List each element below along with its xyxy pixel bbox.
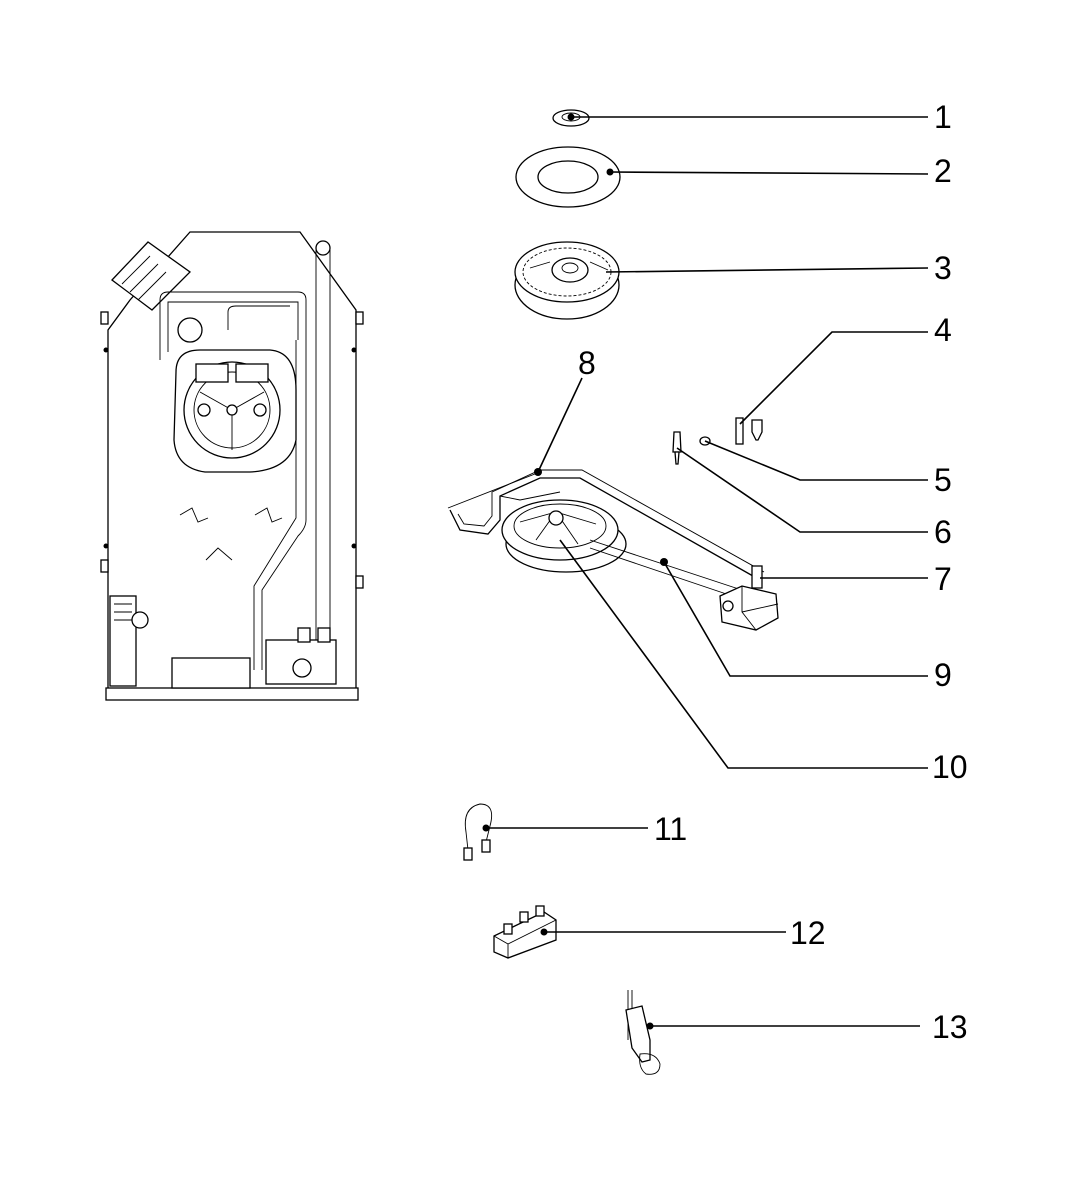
- callout-12: 12: [790, 915, 826, 951]
- part-11-wire-harness: [463, 803, 493, 861]
- leader-4: [739, 331, 928, 425]
- callout-10: 10: [932, 749, 968, 785]
- callout-9: 9: [934, 657, 952, 693]
- part-2-ring-plate: [515, 146, 621, 208]
- callout-8: 8: [578, 345, 596, 381]
- callout-7: 7: [934, 561, 952, 597]
- part-13-sensor-cable: [625, 990, 661, 1075]
- leader-5: [704, 440, 928, 481]
- callout-13: 13: [932, 1009, 968, 1045]
- callout-5: 5: [934, 462, 952, 498]
- leader-9: [663, 561, 928, 677]
- part-12-igniter-module: [493, 905, 557, 959]
- part-7-gas-valve: [719, 565, 779, 631]
- part-3-burner-head: [514, 241, 620, 320]
- callout-3: 3: [934, 250, 952, 286]
- part-10-burner-pan: [501, 499, 627, 573]
- callout-4: 4: [934, 312, 952, 348]
- leader-2: [609, 171, 929, 175]
- leader-8: [537, 377, 583, 473]
- callout-1: 1: [934, 99, 952, 135]
- callout-6: 6: [934, 514, 952, 550]
- leader-dots: [482, 113, 668, 1030]
- heater-assembly-overview: [100, 231, 364, 701]
- callout-2: 2: [934, 153, 952, 189]
- part-6-electrode: [672, 431, 682, 465]
- callout-11: 11: [654, 811, 687, 847]
- leader-6: [676, 447, 928, 533]
- leader-3: [605, 267, 929, 273]
- callout-labels: 1 2 3 4 5 6 7 8 9 10 11 12 13: [578, 99, 968, 1045]
- part-8-pilot-tube-frame: [447, 469, 765, 581]
- leader-lines: [486, 116, 929, 1027]
- leader-10: [559, 539, 928, 769]
- part-4-fitting: [735, 417, 763, 445]
